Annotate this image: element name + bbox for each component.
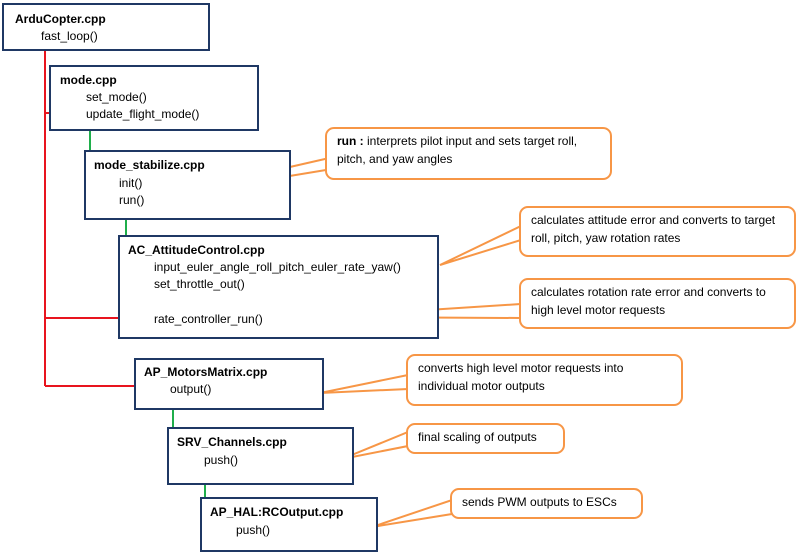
mode-stabilize-box: mode_stabilize.cpp init() run()	[84, 150, 291, 220]
run-item: run()	[119, 193, 145, 207]
attitude-control-box: AC_AttitudeControl.cpp input_euler_angle…	[118, 235, 439, 339]
update-flight-mode-item: update_flight_mode()	[86, 107, 200, 121]
motors-matrix-box: AP_MotorsMatrix.cpp output()	[134, 358, 324, 410]
callout-attitude-text: calculates attitude error and converts t…	[531, 213, 776, 245]
srv-channels-title: SRV_Channels.cpp	[177, 435, 287, 449]
motors-matrix-title: AP_MotorsMatrix.cpp	[144, 365, 268, 379]
input-euler-item: input_euler_angle_roll_pitch_euler_rate_…	[154, 260, 401, 274]
callout-pwm-text: sends PWM outputs to ESCs	[462, 495, 617, 509]
callout-scaling-text: final scaling of outputs	[418, 430, 537, 444]
set-throttle-out-item: set_throttle_out()	[154, 277, 245, 291]
arducopter-box: ArduCopter.cpp fast_loop()	[2, 3, 210, 51]
callout-pwm: sends PWM outputs to ESCs	[450, 488, 643, 519]
callout-attitude: calculates attitude error and converts t…	[519, 206, 796, 257]
arducopter-title: ArduCopter.cpp	[15, 12, 106, 26]
mode-stabilize-title: mode_stabilize.cpp	[94, 158, 205, 172]
callout-motors-text: converts high level motor requests into …	[418, 361, 624, 393]
callout-run-text: interprets pilot input and sets target r…	[337, 134, 578, 166]
callout-run: run : interprets pilot input and sets ta…	[325, 127, 612, 180]
fast-loop-item: fast_loop()	[41, 29, 98, 43]
hal-push-item: push()	[236, 523, 271, 537]
attitude-control-title: AC_AttitudeControl.cpp	[128, 243, 265, 257]
callout-rate-text: calculates rotation rate error and conve…	[531, 285, 766, 317]
callout-run-label: run :	[337, 134, 364, 148]
rcoutput-title: AP_HAL:RCOutput.cpp	[210, 505, 344, 519]
init-item: init()	[119, 176, 143, 190]
pointer-motors	[319, 373, 409, 394]
mode-box: mode.cpp set_mode() update_flight_mode()	[49, 65, 259, 131]
srv-push-item: push()	[204, 453, 239, 467]
pointer-pwm	[371, 498, 453, 528]
output-item: output()	[170, 382, 212, 396]
callout-rate: calculates rotation rate error and conve…	[519, 278, 796, 329]
pointer-attitude	[439, 224, 522, 266]
mode-title: mode.cpp	[60, 73, 117, 87]
callout-scaling: final scaling of outputs	[406, 423, 565, 454]
srv-channels-box: SRV_Channels.cpp push()	[167, 427, 354, 485]
set-mode-item: set_mode()	[86, 90, 147, 104]
rate-controller-run-item: rate_controller_run()	[154, 312, 263, 326]
callout-motors: converts high level motor requests into …	[406, 354, 683, 406]
rcoutput-box: AP_HAL:RCOutput.cpp push()	[200, 497, 378, 552]
